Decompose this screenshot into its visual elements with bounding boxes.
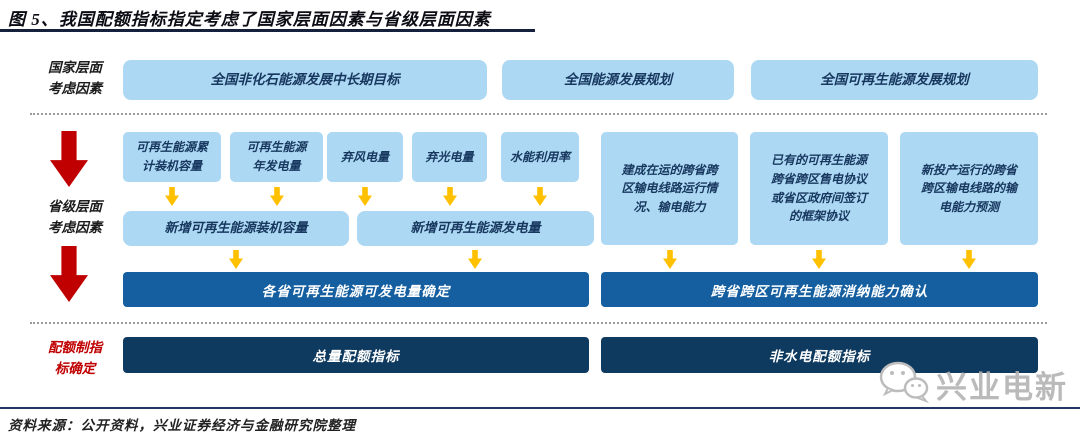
watermark-text: 兴业电新	[936, 370, 1068, 405]
red-down-arrow-icon	[50, 131, 88, 187]
wechat-icon	[878, 360, 930, 409]
provincial-factor-box: 弃光电量	[412, 132, 487, 182]
provincial-factor-box: 已有的可再生能源 跨省跨区售电协议 或省区政府间签订 的框架协议	[750, 132, 888, 245]
footer-divider	[0, 407, 1080, 409]
provincial-factor-box: 水能利用率	[501, 132, 579, 182]
yellow-down-arrow-icon	[443, 187, 457, 206]
yellow-down-arrow-icon	[962, 250, 976, 269]
provincial-level-label: 省级层面 考虑因素	[48, 199, 102, 235]
provincial-factor-box: 可再生能源累 计装机容量	[123, 132, 221, 182]
yellow-down-arrow-icon	[468, 250, 482, 269]
provincial-factor-box: 弃风电量	[327, 132, 403, 182]
yellow-down-arrow-icon	[663, 250, 677, 269]
aggregate-box: 新增可再生能源装机容量	[123, 211, 349, 246]
aggregate-box: 新增可再生能源发电量	[357, 211, 594, 246]
watermark: 兴业电新	[878, 360, 1068, 409]
dashed-divider	[30, 113, 1047, 115]
figure-title: 图 5、我国配额指标指定考虑了国家层面因素与省级层面因素	[8, 10, 491, 29]
left-result-bar: 各省可再生能源可发电量确定	[123, 272, 589, 307]
quota-bar: 总量配额指标	[123, 337, 589, 373]
dashed-divider	[30, 322, 1047, 324]
right-result-bar: 跨省跨区可再生能源消纳能力确认	[601, 272, 1038, 307]
red-down-arrow-icon	[50, 246, 88, 302]
yellow-down-arrow-icon	[533, 187, 547, 206]
yellow-down-arrow-icon	[358, 187, 372, 206]
yellow-down-arrow-icon	[165, 187, 179, 206]
national-factor-box: 全国可再生能源发展规划	[751, 60, 1038, 100]
quota-bar: 非水电配额指标	[601, 337, 1038, 373]
title-underline	[0, 29, 535, 32]
yellow-down-arrow-icon	[229, 250, 243, 269]
national-factor-box: 全国非化石能源发展中长期目标	[123, 60, 487, 100]
source-note: 资料来源：公开资料，兴业证券经济与金融研究院整理	[8, 418, 356, 433]
national-level-label: 国家层面 考虑因素	[48, 60, 102, 96]
yellow-down-arrow-icon	[270, 187, 284, 206]
national-factor-box: 全国能源发展规划	[502, 60, 734, 100]
provincial-factor-box: 新投产运行的跨省 跨区输电线路的输 电能力预测	[900, 132, 1038, 245]
quota-label: 配额制指 标确定	[48, 340, 102, 376]
provincial-factor-box: 建成在运的跨省跨 区输电线路运行情 况、输电能力	[601, 132, 738, 245]
provincial-factor-box: 可再生能源 年发电量	[230, 132, 323, 182]
yellow-down-arrow-icon	[812, 250, 826, 269]
